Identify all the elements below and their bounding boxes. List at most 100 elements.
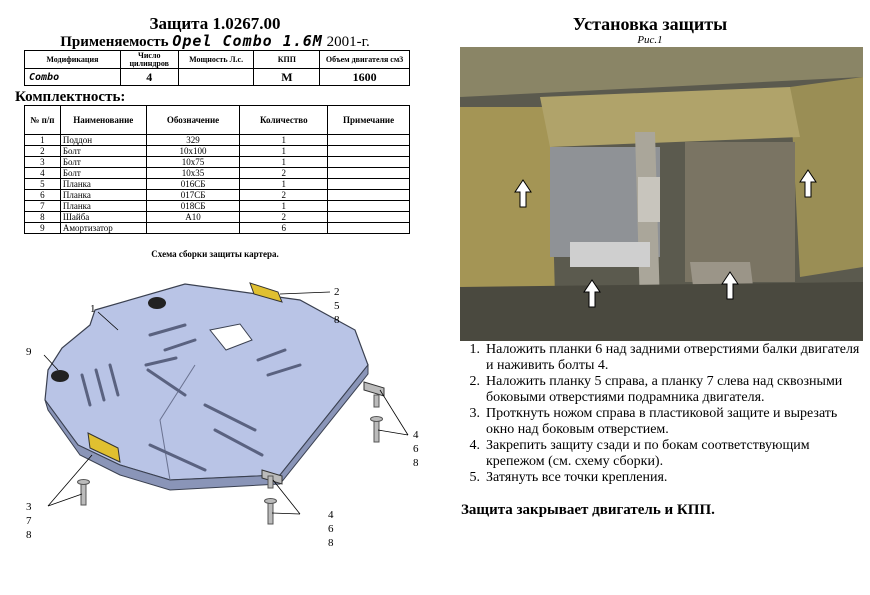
parts-cell: Болт (59, 145, 147, 157)
parts-header: № п/п (24, 105, 61, 135)
parts-cell (327, 211, 410, 223)
callout-number: 6 (413, 443, 419, 455)
diagram-caption: Схема сборки защиты картера. (151, 249, 279, 259)
plate-slot (266, 363, 302, 377)
parts-cell: 329 (145, 134, 241, 146)
spec-value: M (253, 68, 321, 86)
leader-line (271, 512, 301, 515)
callout-number: 7 (26, 515, 32, 527)
parts-cell (327, 222, 410, 234)
parts-cell: 1 (239, 134, 329, 146)
parts-cell (327, 178, 410, 190)
step-text: Наложить планки 6 над задними отверстиям… (486, 342, 860, 373)
installation-title: Установка защиты (572, 14, 728, 34)
bolt (373, 419, 380, 443)
parts-cell: Поддон (59, 134, 147, 146)
leader-line (43, 354, 59, 371)
callout-number: 8 (413, 457, 419, 469)
callout-number: 8 (334, 314, 340, 326)
leader-line (47, 454, 93, 507)
callout-number: 3 (26, 501, 32, 513)
parts-cell: 2 (239, 211, 329, 223)
parts-cell (145, 222, 241, 234)
figure-label: Рис.1 (637, 34, 663, 46)
completeness-title: Комплектность: (15, 89, 126, 105)
plate-slot (146, 368, 187, 397)
parts-cell: 6 (239, 222, 329, 234)
parts-cell: A10 (145, 211, 241, 223)
step-text: Наложить планку 5 справа, а планку 7 сле… (486, 374, 843, 405)
spec-header: Модификация (24, 50, 121, 69)
step-number: 4. (469, 438, 481, 453)
bracket-top (249, 282, 283, 303)
installation-step: 1. Наложить планки 6 над задними отверсти… (461, 342, 866, 374)
plate-slot (108, 363, 120, 397)
arrow-marker (583, 279, 601, 308)
plate-slot (94, 368, 106, 402)
plate-slot (148, 323, 187, 337)
parts-cell: 9 (24, 222, 61, 234)
step-text: Затянуть все точки крепления. (486, 470, 668, 485)
parts-cell: 10x100 (145, 145, 241, 157)
plate-slot (144, 356, 178, 367)
callout-number: 8 (328, 537, 334, 549)
parts-cell: 1 (239, 178, 329, 190)
parts-cell: 4 (24, 167, 61, 179)
parts-cell (327, 134, 410, 146)
plate-slot (203, 403, 257, 432)
parts-cell: Планка (59, 178, 147, 190)
parts-cell: Болт (59, 167, 147, 179)
parts-header: Наименование (59, 105, 147, 135)
parts-cell: 1 (239, 156, 329, 168)
plate-slot (256, 348, 287, 362)
applicability-line: Применяемость Opel Combo 1.6M 2001-г. (0, 32, 430, 51)
washer (370, 416, 383, 422)
parts-cell (327, 200, 410, 212)
parts-cell: 3 (24, 156, 61, 168)
skid-plate-edge (44, 363, 369, 491)
parts-header: Обозначение (145, 105, 241, 135)
plate-slot (213, 428, 264, 457)
leader-line (47, 493, 83, 507)
leader-line (272, 479, 301, 515)
parts-cell: Амортизатор (59, 222, 147, 234)
damper (148, 297, 166, 309)
plate-slot (148, 443, 207, 472)
applicability-prefix: Применяемость (60, 34, 169, 50)
callout-number: 5 (334, 300, 340, 312)
callout-number: 4 (328, 509, 334, 521)
leader-line (379, 389, 409, 436)
parts-cell: 8 (24, 211, 61, 223)
parts-cell: 018СБ (145, 200, 241, 212)
parts-header: Примечание (327, 105, 410, 135)
installation-steps: 1. Наложить планки 6 над задними отверсти… (461, 342, 866, 486)
washer (77, 479, 90, 485)
spec-header: КПП (253, 50, 321, 69)
installation-step: 5.Затянуть все точки крепления. (461, 470, 866, 486)
bolt (267, 475, 274, 489)
bracket-left (87, 432, 121, 463)
step-text: Закрепить защиту сзади и по бокам соотве… (486, 438, 810, 469)
parts-cell: 016СБ (145, 178, 241, 190)
parts-cell: 2 (239, 189, 329, 201)
parts-cell: 10x75 (145, 156, 241, 168)
damper (51, 370, 69, 382)
parts-cell: 1 (24, 134, 61, 146)
step-number: 3. (469, 406, 481, 421)
bolt (373, 394, 380, 408)
spec-value: 4 (119, 68, 179, 86)
parts-cell (327, 167, 410, 179)
leader-line (279, 291, 331, 295)
document-title: Защита 1.0267.00 (149, 14, 281, 33)
parts-cell: 2 (239, 167, 329, 179)
parts-header: Количество (239, 105, 329, 135)
parts-cell: 1 (239, 200, 329, 212)
installation-step: 2.Наложить планку 5 справа, а планку 7 с… (461, 374, 866, 406)
leader-line (97, 311, 119, 331)
step-number: 1. (469, 342, 481, 357)
